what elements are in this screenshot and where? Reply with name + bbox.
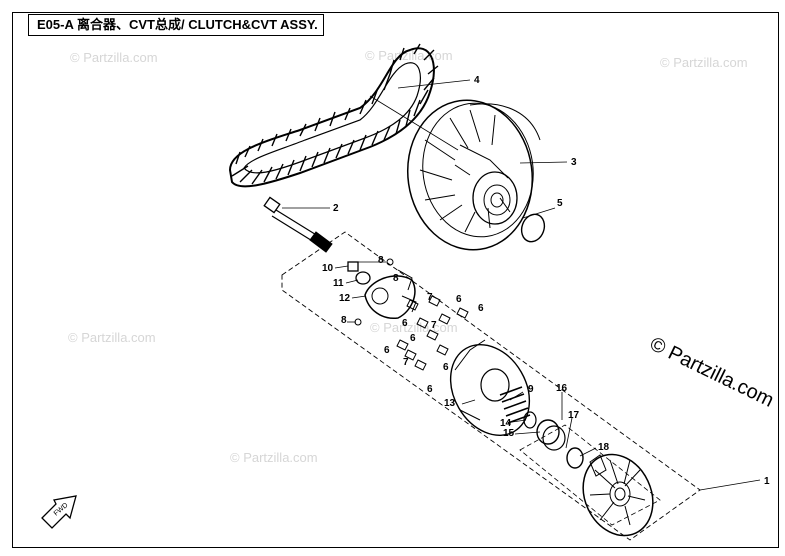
callout-15: 15 [503, 428, 515, 439]
callout-11: 11 [333, 278, 344, 289]
callout-7: 7 [427, 292, 433, 303]
watermark-text: © Partzilla.com [365, 48, 453, 63]
callout-6: 6 [456, 294, 462, 305]
drive-belt [228, 43, 439, 188]
callout-6: 6 [384, 345, 390, 356]
o-ring [520, 213, 546, 243]
callout-7: 7 [403, 357, 409, 368]
drive-clutch-parts [347, 258, 654, 537]
callout-5: 5 [557, 198, 563, 209]
callout-10: 10 [322, 263, 334, 274]
callout-6: 6 [478, 303, 484, 314]
watermark-text: © Partzilla.com [68, 330, 156, 345]
callout-3: 3 [571, 157, 577, 168]
callout-6: 6 [443, 362, 449, 373]
callout-6: 6 [402, 318, 408, 329]
callout-6: 6 [410, 333, 416, 344]
callout-8: 8 [393, 273, 399, 284]
watermark-text: © Partzilla.com [70, 50, 158, 65]
bolt [263, 196, 333, 253]
callout-12: 12 [339, 293, 351, 304]
callout-17: 17 [568, 410, 580, 421]
watermark-text: © Partzilla.com [660, 55, 748, 70]
callout-14: 14 [500, 418, 512, 429]
callout-16: 16 [556, 383, 568, 394]
callout-8: 8 [341, 315, 347, 326]
driven-clutch-assembly [369, 95, 541, 251]
callout-9: 9 [528, 384, 534, 395]
callout-13: 13 [444, 398, 456, 409]
diagram-title: E05-A 离合器、CVT总成/ CLUTCH&CVT ASSY. [28, 14, 324, 36]
callout-6: 6 [427, 384, 433, 395]
callout-7: 7 [431, 320, 437, 331]
diagram-frame [12, 12, 779, 548]
callout-4: 4 [474, 75, 480, 86]
leader-lines [282, 79, 761, 491]
callout-1: 1 [764, 476, 770, 487]
callout-18: 18 [598, 442, 610, 453]
callout-2: 2 [333, 203, 339, 214]
exploded-group-outline [281, 231, 701, 541]
callout-8: 8 [378, 255, 384, 266]
front-direction-arrow-icon: FWD [41, 495, 77, 529]
watermark-text: © Partzilla.com [370, 320, 458, 335]
watermark-text: © Partzilla.com [230, 450, 318, 465]
callout-labels: 1 2 3 4 5 6 6 6 6 6 6 6 7 7 7 8 8 8 9 10… [322, 75, 770, 487]
